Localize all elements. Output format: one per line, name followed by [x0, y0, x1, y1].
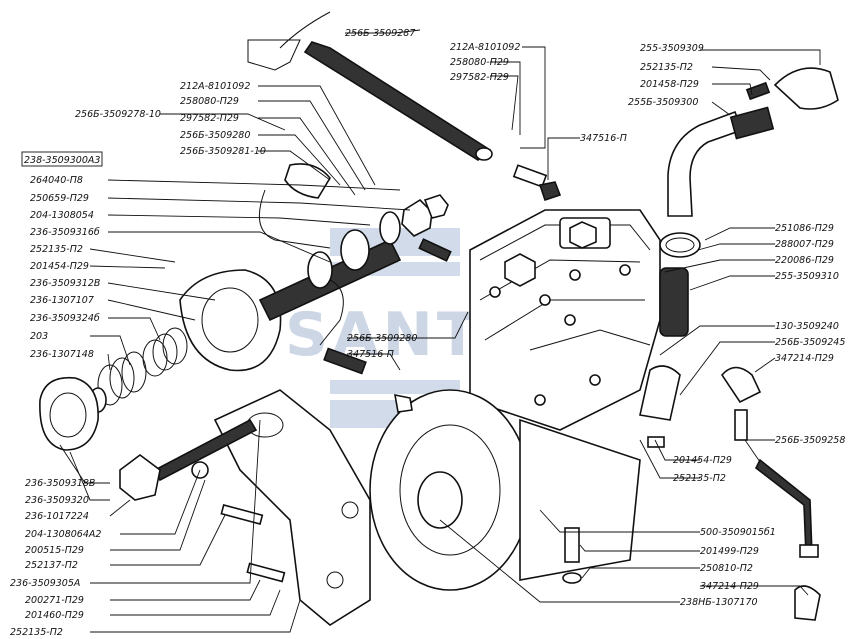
pipe-upper-right [667, 67, 839, 217]
label-l7: 201458-П29 [640, 79, 699, 90]
label-l24: 236-1307107 [30, 295, 94, 306]
label-l22: 201454-П29 [30, 261, 89, 272]
label-l48: 201460-П29 [25, 610, 84, 621]
label-l51: 201499-П29 [700, 546, 759, 557]
label-l46: 236-3509305А [10, 578, 80, 589]
label-l15: 347516-П [580, 133, 627, 144]
label-l17: 264040-П8 [30, 175, 83, 186]
label-l53: 347214-П29 [700, 581, 759, 592]
label-l41: 236-3509320 [25, 495, 89, 506]
tension-bolt [119, 418, 258, 501]
label-l2: 212А-8101092 [450, 42, 520, 53]
label-l45: 252137-П2 [25, 560, 78, 571]
label-l19: 204-1308054 [30, 210, 94, 221]
label-l1: 256Б-3509287 [345, 28, 415, 39]
cover-cap [39, 376, 99, 451]
part-number-labels: 256Б-3509287 212А-8101092 258080-П29 297… [10, 28, 845, 638]
label-l26: 203 [30, 331, 48, 342]
label-l8: 255Б-3509300 [628, 97, 698, 108]
label-l16: 238-3509300А3 [24, 155, 100, 166]
label-l54: 238НБ-1307170 [680, 597, 758, 608]
label-l11: 297582-П29 [180, 113, 239, 124]
mount-bracket [213, 389, 371, 626]
fitting-top [512, 164, 562, 202]
parts-drawing [39, 11, 839, 626]
label-l43: 204-1308064А2 [25, 529, 101, 540]
pulley [369, 389, 641, 591]
leader-lines [59, 29, 821, 633]
label-l32: 130-3509240 [775, 321, 839, 332]
label-l14: 256Б-3509278-10 [75, 109, 161, 120]
label-l25: 236-3509324б [30, 313, 100, 324]
label-l3: 258080-П29 [450, 57, 509, 68]
label-l27: 236-1307148 [30, 349, 94, 360]
label-l33: 256Б-3509245 [775, 337, 845, 348]
label-l35: 256Б-3509280 [347, 333, 417, 344]
label-l30: 220086-П29 [775, 255, 834, 266]
label-l52: 250810-П2 [700, 563, 753, 574]
label-l38: 201454-П29 [673, 455, 732, 466]
compressor-head [469, 209, 681, 431]
label-l28: 251086-П29 [775, 223, 834, 234]
label-l9: 212А-8101092 [180, 81, 250, 92]
label-l13: 256Б-3509281-10 [180, 146, 266, 157]
label-l34: 347214-П29 [775, 353, 834, 364]
label-l47: 200271-П29 [25, 595, 84, 606]
label-l50: 500-3509015б1 [700, 527, 776, 538]
label-l44: 200515-П29 [25, 545, 84, 556]
label-l42: 236-1017224 [25, 511, 89, 522]
label-l36: 347516-П [347, 349, 394, 360]
label-l29: 288007-П29 [775, 239, 834, 250]
small-pipe-center [258, 163, 452, 413]
label-l23: 236-3509312В [30, 278, 100, 289]
hose-clamp [659, 232, 701, 337]
label-l39: 252135-П2 [673, 473, 726, 484]
label-l6: 252135-П2 [640, 62, 693, 73]
label-l21: 252135-П2 [30, 244, 83, 255]
label-l4: 297582-П29 [450, 72, 509, 83]
hose-top [247, 11, 493, 161]
label-l12: 256Б-3509280 [180, 130, 250, 141]
label-box-l16 [21, 151, 103, 167]
springs [89, 327, 188, 413]
label-l20: 236-3509316б [30, 227, 100, 238]
label-l31: 255-3509310 [775, 271, 839, 282]
fuel-line-right [720, 366, 821, 621]
label-l49: 252135-П2 [10, 627, 63, 638]
label-l18: 250659-П29 [30, 193, 89, 204]
label-l37: 256Б-3509258 [775, 435, 845, 446]
label-l10: 258080-П29 [180, 96, 239, 107]
label-l40: 236-3509318В [25, 478, 95, 489]
bolts-bottom [220, 436, 665, 584]
label-l5: 255-3509309 [640, 43, 704, 54]
